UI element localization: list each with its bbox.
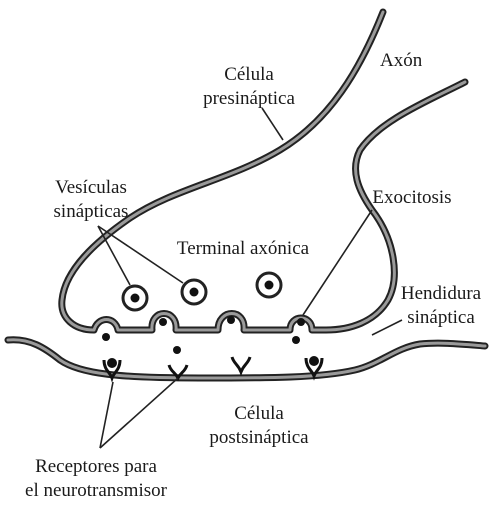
- receptors-label-line1: Receptores para: [35, 456, 157, 477]
- neurotransmitters: [102, 316, 305, 354]
- postsynaptic-label-line2: postsináptica: [209, 427, 309, 448]
- exocytosis-leader: [303, 210, 372, 315]
- vesicle-leader: [98, 226, 130, 285]
- vesicles-label-line2: sinápticas: [54, 201, 129, 222]
- neurotransmitter-dot: [173, 346, 181, 354]
- neurotransmitter-dot: [159, 318, 167, 326]
- vesicles-label-line1: Vesículas: [55, 177, 127, 198]
- presynaptic-label-line1: Célula: [224, 64, 274, 85]
- axon-label: Axón: [380, 50, 423, 71]
- postsynaptic-membrane: [8, 340, 485, 378]
- neurotransmitter-dot: [102, 333, 110, 341]
- neurotransmitter-dot: [297, 318, 305, 326]
- vesicle: [257, 273, 281, 297]
- neurotransmitter-dot: [292, 336, 300, 344]
- exocytosis-label: Exocitosis: [372, 187, 451, 208]
- presynaptic-leader: [262, 108, 283, 140]
- neurotransmitter-dot: [227, 316, 235, 324]
- cleft-label-line1: Hendidura: [401, 283, 482, 304]
- receptors-label-line2: el neurotransmisor: [25, 480, 168, 501]
- vesicle: [123, 286, 147, 310]
- receptor-empty: [232, 357, 250, 372]
- vesicle: [182, 280, 206, 304]
- terminal-label: Terminal axónica: [177, 238, 310, 259]
- cleft-leader: [372, 320, 402, 335]
- vesicle-leader: [98, 226, 183, 283]
- cleft-label-line2: sináptica: [407, 307, 475, 328]
- synaptic-vesicles: [123, 273, 281, 310]
- presynaptic-label-line2: presináptica: [203, 88, 295, 109]
- postsynaptic-label-line1: Célula: [234, 403, 284, 424]
